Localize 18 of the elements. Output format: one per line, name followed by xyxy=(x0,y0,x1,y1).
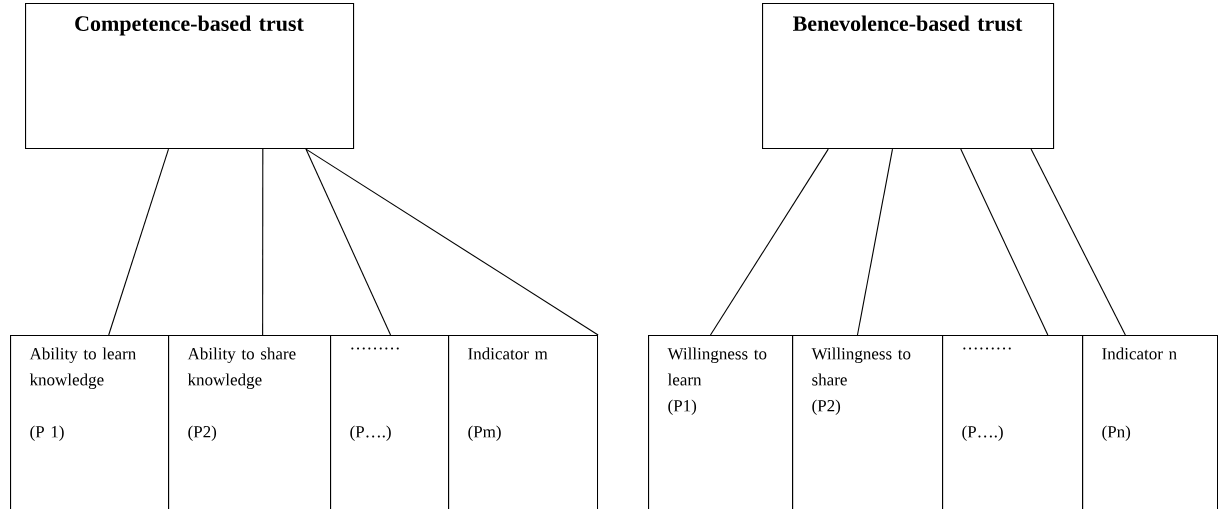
indicator-cell: Ability to learn knowledge (P 1) xyxy=(10,335,170,509)
indicator-cell: Indicator n (Pn) xyxy=(1082,335,1218,509)
connector-line xyxy=(305,148,599,336)
indicator-cell: Willingness to learn (P1) xyxy=(648,335,794,509)
indicator-cell: Willingness to share (P2) xyxy=(792,335,944,509)
trust-box: Benevolence-based trust xyxy=(762,3,1055,150)
indicator-cell: ……… (P….) xyxy=(942,335,1084,509)
trust-box: Competence-based trust xyxy=(25,3,355,150)
connector-line xyxy=(262,148,264,336)
indicator-cell: ……… (P….) xyxy=(330,335,450,509)
connector-line xyxy=(856,148,894,336)
connector-line xyxy=(108,148,170,336)
connector-line xyxy=(960,148,1049,336)
indicator-cell: Indicator m (Pm) xyxy=(448,335,599,509)
connector-line xyxy=(709,148,829,336)
indicator-cell: Ability to share knowledge (P2) xyxy=(168,335,332,509)
connector-line xyxy=(1030,148,1126,336)
connector-line xyxy=(305,148,392,336)
